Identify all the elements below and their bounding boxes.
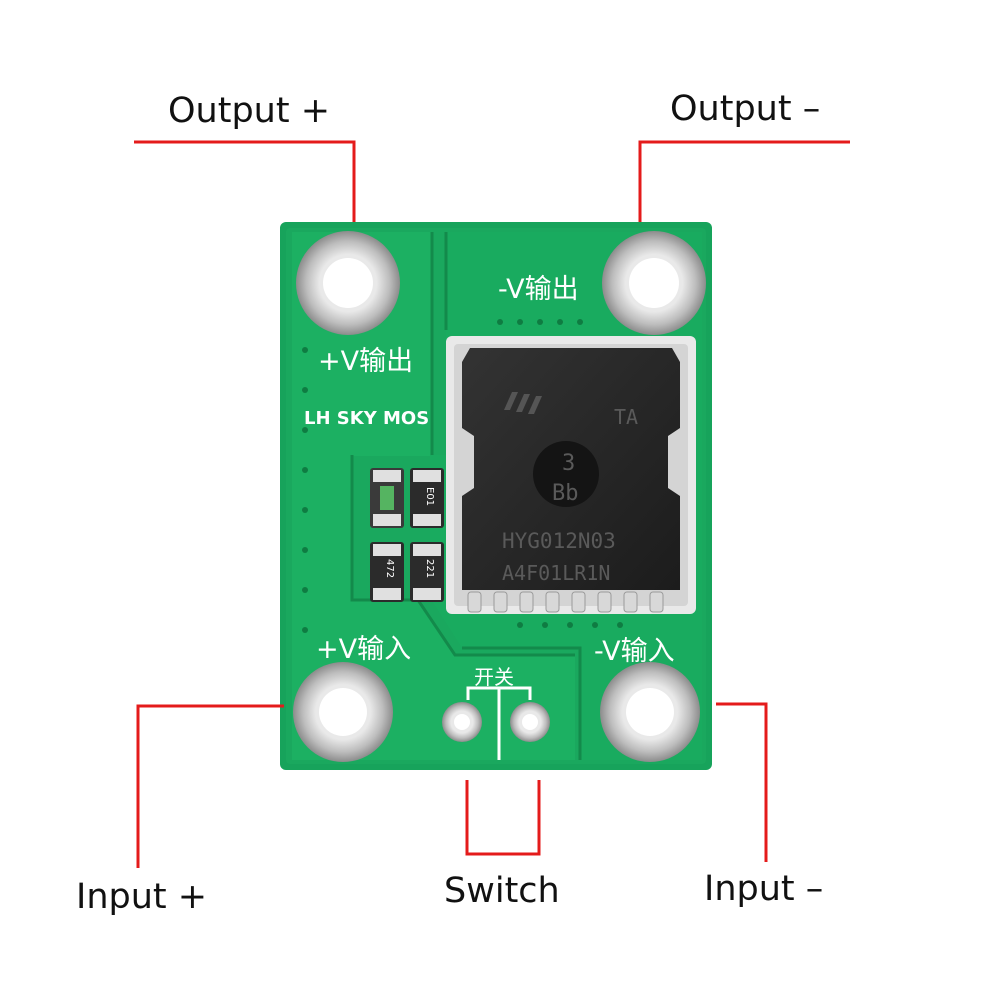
label-input-plus: Input + bbox=[76, 877, 208, 917]
callout-lines bbox=[134, 140, 850, 868]
mosfet-mark-line2: Bb bbox=[552, 481, 579, 506]
resistor-r3: 472 bbox=[370, 542, 404, 602]
mosfet-part-number: HYG012N03 bbox=[502, 529, 616, 553]
label-output-minus: Output – bbox=[670, 89, 821, 129]
manufacturer-logo-icon bbox=[504, 392, 542, 414]
callout-line-input-minus bbox=[716, 702, 768, 862]
silk-neg-input: -V输入 bbox=[594, 636, 675, 667]
resistor-code-e01: E01 bbox=[424, 487, 435, 506]
resistor-r4: 221 bbox=[410, 542, 444, 602]
silk-pos-input: +V输入 bbox=[316, 634, 411, 665]
label-output-plus: Output + bbox=[168, 91, 331, 131]
pad-switch-right bbox=[510, 702, 550, 742]
resistor-code-221: 221 bbox=[424, 559, 435, 578]
silk-neg-output: -V输出 bbox=[498, 274, 579, 305]
label-input-minus: Input – bbox=[704, 869, 824, 909]
pad-input-minus bbox=[600, 662, 700, 762]
mosfet-chip: TA 3 Bb HYG012N03 A4F01LR1N bbox=[446, 336, 696, 614]
pad-switch-left bbox=[442, 702, 482, 742]
resistor-r1 bbox=[370, 468, 404, 528]
callout-line-output-minus bbox=[638, 140, 850, 222]
silk-brand: LH SKY MOS bbox=[304, 408, 429, 429]
silk-pos-output: +V输出 bbox=[318, 346, 413, 377]
pad-output-minus bbox=[602, 231, 706, 335]
label-switch: Switch bbox=[444, 871, 560, 911]
switch-silkscreen-bracket bbox=[466, 686, 532, 760]
callout-line-input-plus bbox=[136, 704, 284, 868]
mosfet-logo-text: TA bbox=[614, 405, 638, 429]
silk-switch-label: 开关 bbox=[474, 665, 514, 689]
callout-line-switch bbox=[465, 780, 541, 856]
mosfet-mark-line1: 3 bbox=[562, 451, 575, 476]
pad-output-plus bbox=[296, 231, 400, 335]
pad-input-plus bbox=[293, 662, 393, 762]
mosfet-lot-code: A4F01LR1N bbox=[502, 561, 610, 585]
resistor-r2-led: E01 bbox=[410, 468, 444, 528]
resistor-code-472: 472 bbox=[384, 559, 395, 578]
callout-line-output-plus bbox=[134, 140, 356, 222]
